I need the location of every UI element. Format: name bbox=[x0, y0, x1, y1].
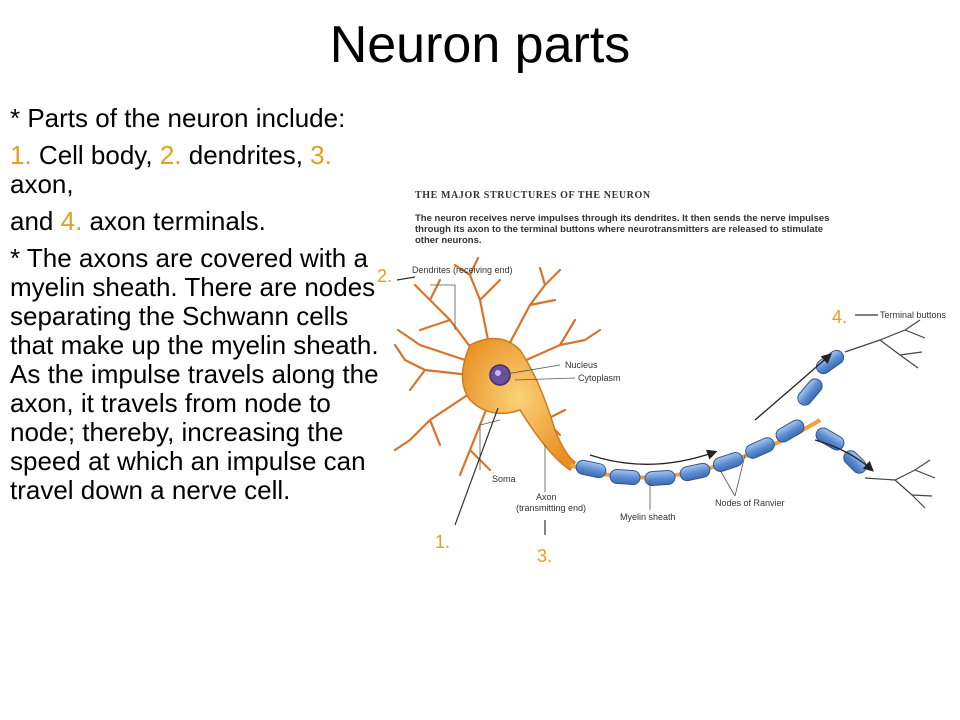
cell-body bbox=[461, 337, 577, 472]
bullet-parts: 1. Cell body, 2. dendrites, 3. axon, bbox=[10, 141, 382, 199]
figure-title: THE MAJOR STRUCTURES OF THE NEURON bbox=[415, 190, 651, 201]
label-nucleus: Nucleus bbox=[565, 360, 598, 370]
dendrites bbox=[393, 256, 602, 477]
label-cytoplasm: Cytoplasm bbox=[578, 373, 621, 383]
part-dendrites: dendrites, bbox=[181, 140, 311, 170]
impulse-arrows bbox=[589, 353, 874, 472]
terminal-buttons bbox=[844, 319, 936, 509]
number-1: 1. bbox=[10, 140, 32, 170]
bullet-terminals: and 4. axon terminals. bbox=[10, 207, 382, 236]
label-axon-transmitting: (transmitting end) bbox=[516, 503, 587, 513]
marker-2: 2. bbox=[377, 266, 393, 286]
label-axon: Axon bbox=[536, 492, 557, 502]
label-dendrites: Dendrites (receiving end) bbox=[412, 265, 513, 275]
bullet-myelin: * The axons are covered with a myelin sh… bbox=[10, 243, 379, 505]
part-axon: axon, bbox=[10, 169, 74, 199]
marker-1: 1. bbox=[435, 532, 451, 552]
number-4: 4. bbox=[60, 206, 83, 236]
number-3: 3. bbox=[310, 140, 332, 170]
part-axon-terminals: axon terminals. bbox=[82, 206, 266, 236]
label-nodes-of-ranvier: Nodes of Ranvier bbox=[715, 498, 785, 508]
bullet-list: * Parts of the neuron include: 1. Cell b… bbox=[10, 104, 382, 513]
part-cell-body: Cell body, bbox=[31, 140, 160, 170]
marker-3: 3. bbox=[537, 546, 553, 566]
figure-caption: The neuron receives nerve impulses throu… bbox=[415, 213, 830, 246]
myelin-sheath bbox=[575, 349, 867, 487]
marker-4: 4. bbox=[832, 307, 848, 327]
page-title: Neuron parts bbox=[329, 16, 631, 74]
label-soma: Soma bbox=[492, 474, 516, 484]
bullet-intro: * Parts of the neuron include: bbox=[10, 103, 346, 133]
label-myelin-sheath: Myelin sheath bbox=[620, 512, 676, 522]
number-2: 2. bbox=[159, 140, 182, 170]
and-text: and bbox=[10, 206, 61, 236]
label-terminal-buttons: Terminal buttons bbox=[880, 310, 947, 320]
